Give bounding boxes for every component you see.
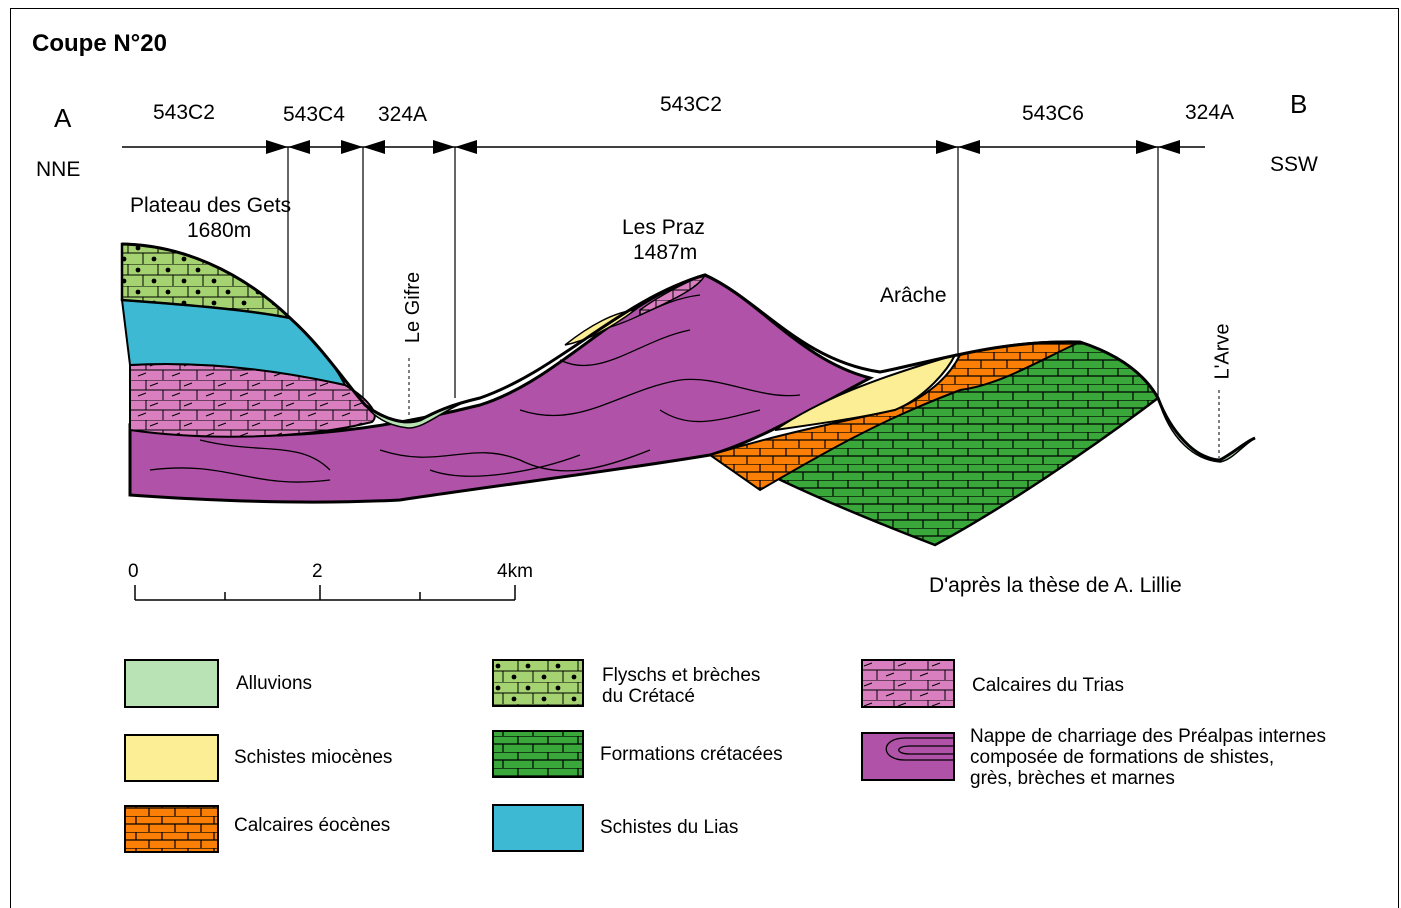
- scale-tick-2: 2: [312, 561, 323, 582]
- segment-label-1: 543C2: [153, 101, 215, 124]
- miocene-unit: [774, 353, 957, 431]
- point-b-label: B: [1290, 89, 1308, 119]
- alluvion-arve: [1157, 397, 1256, 463]
- arache-label: Arâche: [880, 284, 947, 307]
- direction-nne: NNE: [36, 158, 81, 181]
- scale-bar: [134, 585, 516, 601]
- plateau-name: Plateau des Gets: [130, 194, 292, 217]
- gifre-label: Le Gifre: [402, 271, 425, 344]
- figure-frame: [10, 8, 1399, 908]
- scale-tick-0: 0: [128, 561, 139, 582]
- point-a-label: A: [54, 103, 72, 133]
- arve-label: L'Arve: [1211, 323, 1234, 380]
- legend-label-alluvions: Alluvions: [236, 673, 313, 694]
- scale-tick-4: 4km: [497, 561, 533, 582]
- legend-label-flysch: Flyschs et brèches du Crétacé: [602, 665, 761, 707]
- legend-label-eocene: Calcaires éocènes: [234, 815, 391, 836]
- segment-label-2: 543C4: [283, 103, 345, 126]
- legend-label-nappe: Nappe de charriage des Préalpas internes…: [970, 726, 1326, 789]
- legend-label-trias: Calcaires du Trias: [972, 675, 1125, 696]
- segment-label-6: 324A: [1185, 101, 1235, 124]
- segment-label-3: 324A: [378, 103, 428, 126]
- geologic-units: [120, 242, 1256, 547]
- segment-label-5: 543C6: [1022, 102, 1084, 125]
- section-line: [122, 140, 1220, 458]
- segment-label-4: 543C2: [660, 93, 722, 116]
- praz-altitude: 1487m: [633, 241, 698, 264]
- praz-name: Les Praz: [622, 216, 705, 239]
- legend-label-lias: Schistes du Lias: [600, 817, 739, 838]
- source-credit: D'après la thèse de A. Lillie: [929, 574, 1182, 597]
- legend-label-cretaceous: Formations crétacées: [600, 744, 783, 765]
- legend-swatches: [124, 659, 955, 853]
- topographic-profile: [121, 242, 1256, 462]
- legend-label-miocene: Schistes miocènes: [234, 747, 393, 768]
- plateau-altitude: 1680m: [187, 219, 252, 242]
- figure-title: Coupe N°20: [32, 30, 167, 57]
- direction-ssw: SSW: [1270, 153, 1318, 176]
